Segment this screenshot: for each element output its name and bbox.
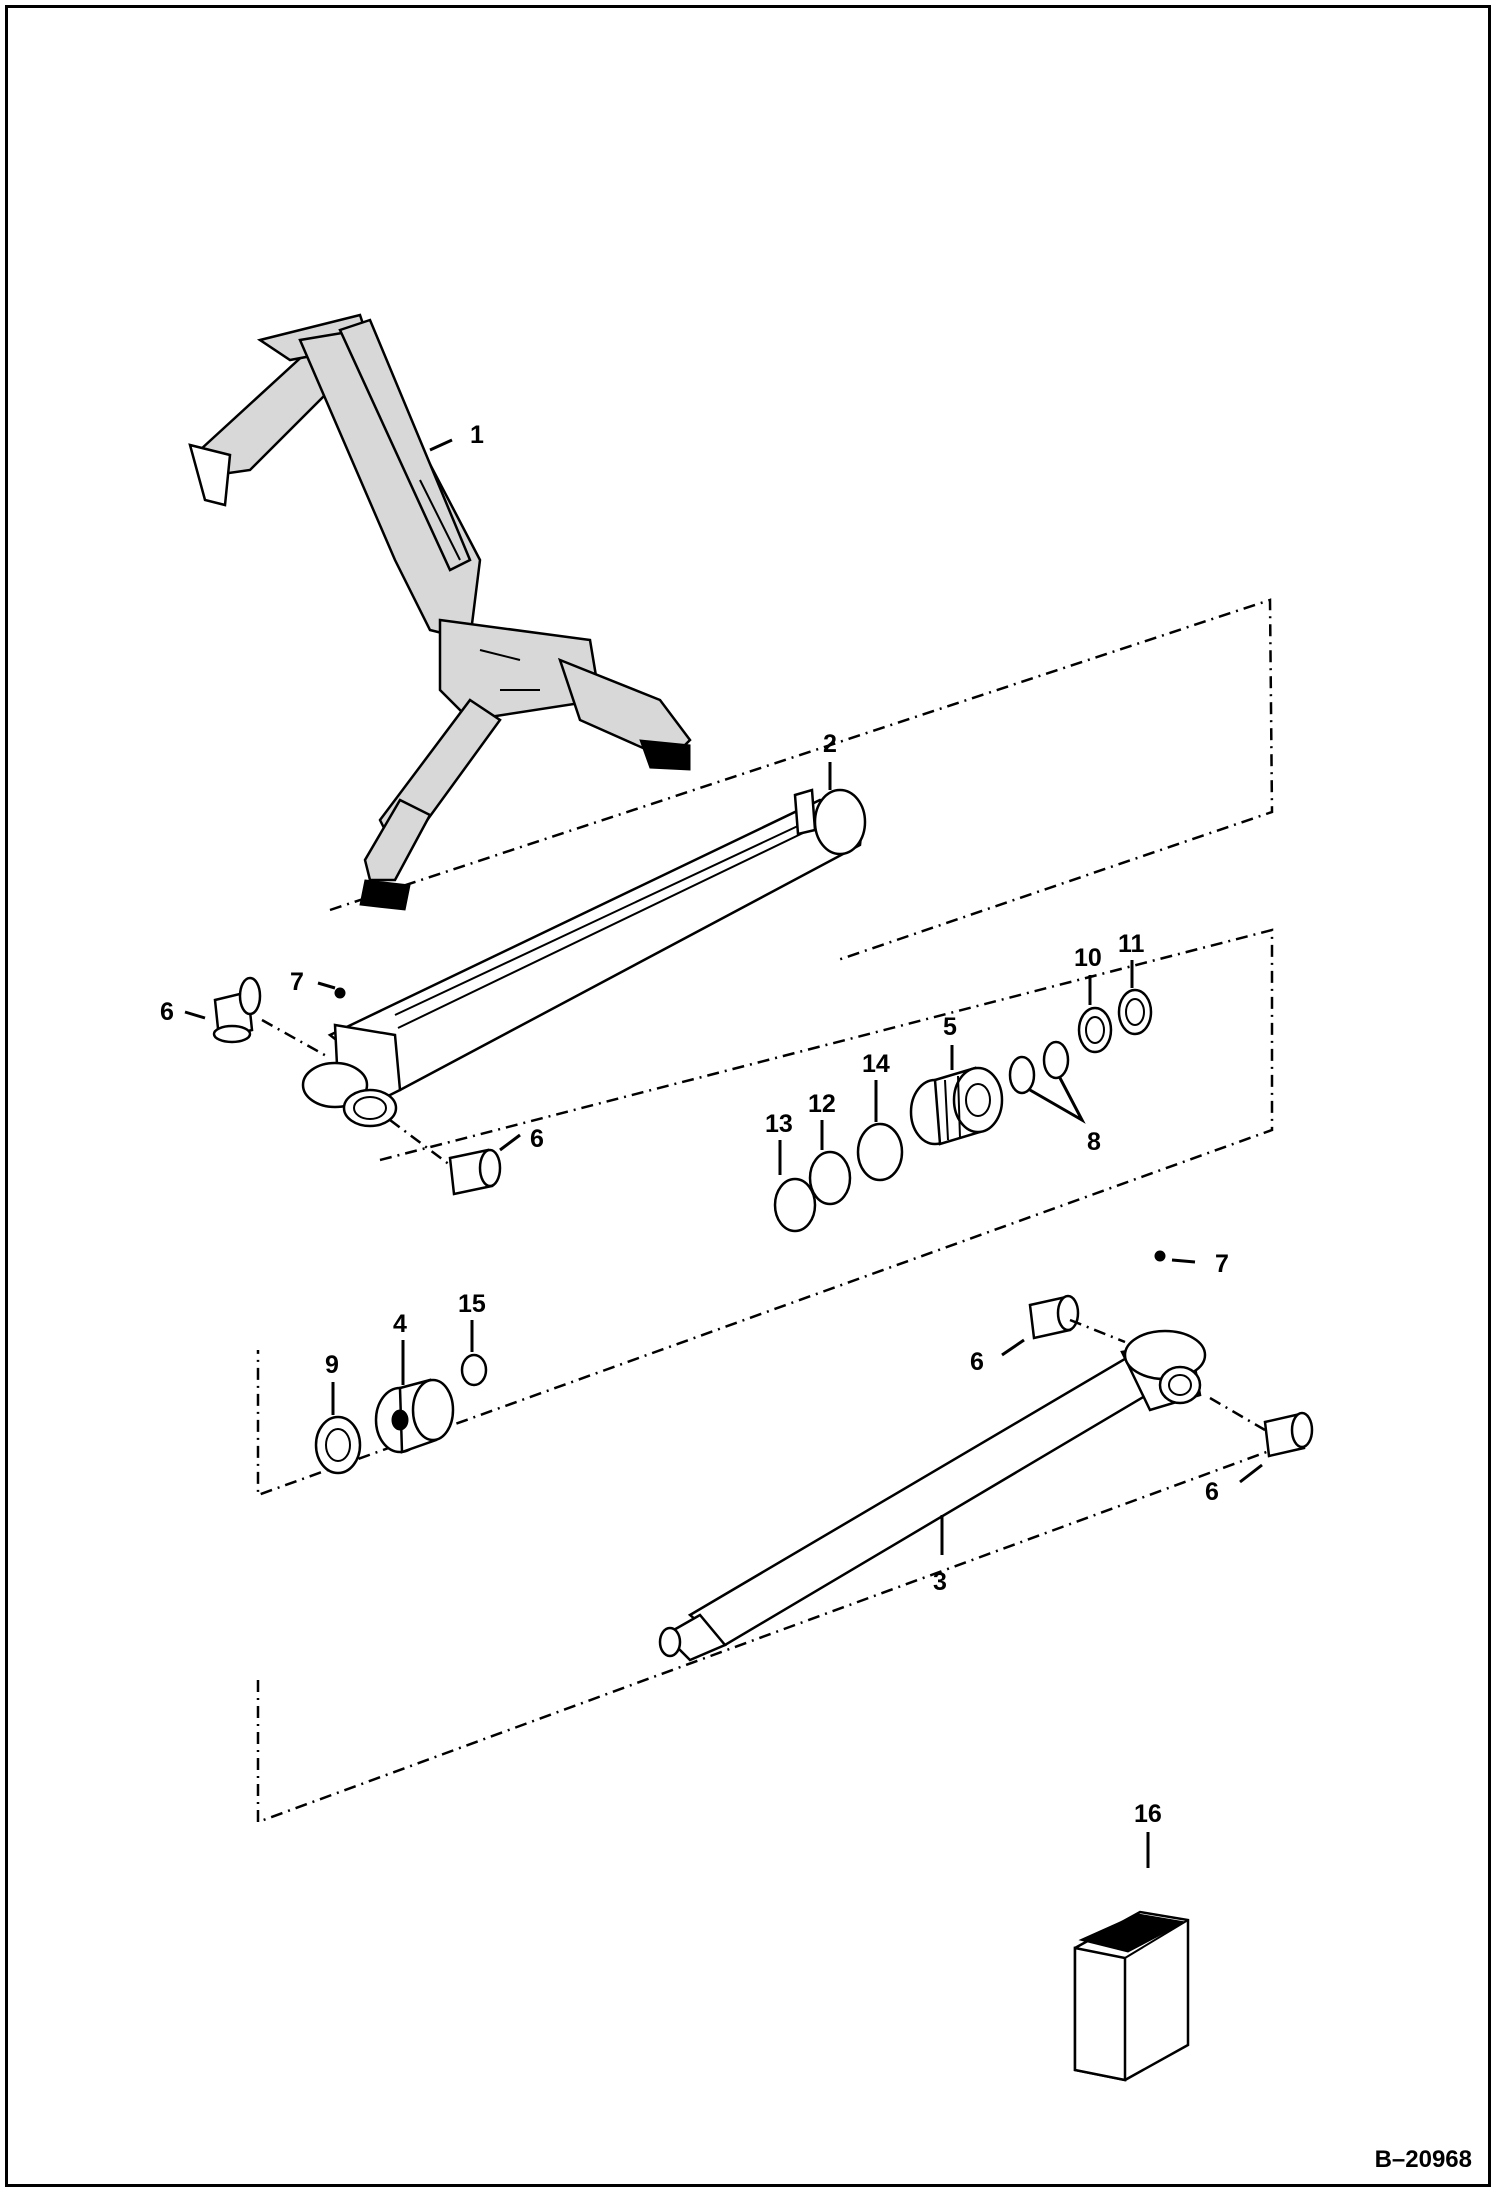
callout-16: 16 xyxy=(1134,1800,1162,1828)
callout-10: 10 xyxy=(1074,944,1102,972)
seal-kit-box-part-16 xyxy=(1073,1910,1190,2082)
callout-15: 15 xyxy=(458,1290,486,1318)
wear-ring-part-13 xyxy=(773,1177,817,1233)
bushing-part-6-upper-right xyxy=(1028,1294,1080,1340)
dashed-group-outlines xyxy=(256,598,1274,1824)
callout-9: 9 xyxy=(325,1351,339,1379)
piston-seal-part-9 xyxy=(314,1415,362,1475)
seal-ring-part-12 xyxy=(808,1150,852,1206)
callout-4: 4 xyxy=(393,1310,407,1338)
callout-14: 14 xyxy=(862,1050,890,1078)
callout-11: 11 xyxy=(1118,930,1145,958)
leader-6b xyxy=(499,1133,521,1152)
bushing-part-6-lower-right xyxy=(1263,1411,1314,1458)
callout-2: 2 xyxy=(823,730,837,758)
callout-7-b: 7 xyxy=(1215,1250,1229,1278)
callout-3: 3 xyxy=(933,1568,947,1596)
grease-fitting-part-7-lower xyxy=(1154,1250,1166,1262)
o-ring-part-14 xyxy=(856,1122,904,1182)
leader-1 xyxy=(429,438,453,452)
head-gland-part-5 xyxy=(909,1066,1004,1146)
page-frame xyxy=(5,5,1491,2187)
leader-6a xyxy=(184,1010,206,1020)
callout-1: 1 xyxy=(470,421,484,449)
cylinder-rod-part-3 xyxy=(658,1329,1207,1662)
callout-5: 5 xyxy=(943,1013,957,1041)
callout-6-d: 6 xyxy=(1205,1478,1219,1506)
wiper-part-11 xyxy=(1117,988,1153,1036)
bushing-part-6-lower-left xyxy=(448,1148,502,1196)
grease-fitting-part-7-upper xyxy=(334,987,346,999)
bushing-part-6-upper-left xyxy=(212,976,262,1044)
boom-assembly-part-1 xyxy=(188,313,692,911)
callout-7-a: 7 xyxy=(290,968,304,996)
callout-13: 13 xyxy=(765,1110,793,1138)
leader-6d xyxy=(1239,1463,1263,1484)
callout-6-b: 6 xyxy=(530,1125,544,1153)
leader-7b xyxy=(1171,1258,1196,1264)
leader-8 xyxy=(1029,1077,1086,1124)
piston-part-4 xyxy=(374,1378,455,1454)
seal-part-8-a xyxy=(1008,1055,1036,1095)
callout-6-c: 6 xyxy=(970,1348,984,1376)
cylinder-barrel-part-2 xyxy=(301,788,867,1128)
callout-8: 8 xyxy=(1087,1128,1101,1156)
seal-part-8-b xyxy=(1042,1040,1070,1080)
seal-part-10 xyxy=(1077,1006,1113,1054)
drawing-number: B–20968 xyxy=(1374,2146,1472,2173)
leader-7a xyxy=(317,981,336,990)
leader-6c xyxy=(1001,1338,1025,1357)
callout-6-a: 6 xyxy=(160,998,174,1026)
lock-ring-part-15 xyxy=(460,1353,488,1387)
callout-12: 12 xyxy=(808,1090,836,1118)
